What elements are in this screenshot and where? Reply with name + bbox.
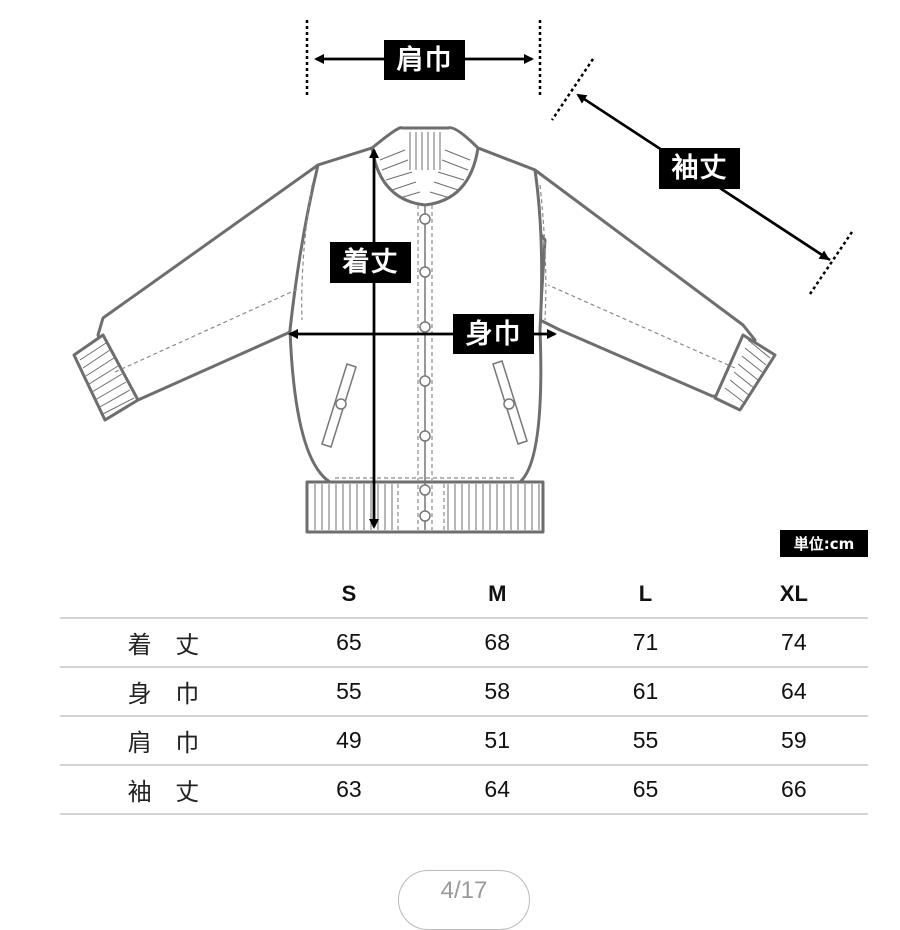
row-label: 袖 丈 [60,764,275,815]
row-label: 身 巾 [60,666,275,716]
table-header-row: S M L XL [60,570,868,618]
cell-value: 49 [274,715,424,765]
header-blank [60,570,275,618]
cell-value: 51 [423,715,572,765]
body-width-label: 身巾 [453,314,534,354]
shoulder-width-label: 肩巾 [384,40,465,80]
length-label: 着丈 [330,242,411,283]
cell-value: 71 [571,617,720,667]
unit-badge: 単位:cm [780,530,868,557]
cell-value: 61 [571,666,720,716]
header-size-m: M [488,580,507,606]
cell-value: 63 [274,764,424,815]
size-chart-table: S M L XL 着 丈 65 68 71 74 身 巾 55 58 61 64… [60,570,868,815]
cell-value: 58 [423,666,572,716]
jacket-illustration [72,20,854,534]
table-row: 身 巾 55 58 61 64 [60,666,868,716]
table-row: 袖 丈 63 64 65 66 [60,764,868,815]
cell-value: 55 [274,666,424,716]
table-row: 着 丈 65 68 71 74 [60,617,868,667]
cell-value: 65 [274,617,424,667]
pager-label: 4/17 [440,877,488,904]
header-size-l: L [638,580,653,606]
cell-value: 64 [423,764,572,815]
row-label: 着 丈 [60,617,275,667]
cell-value: 64 [719,666,868,716]
cell-value: 55 [571,715,720,765]
cell-value: 59 [719,715,868,765]
cell-value: 74 [719,617,868,667]
cell-value: 65 [571,764,720,815]
cell-value: 66 [719,764,868,815]
table-row: 肩 巾 49 51 55 59 [60,715,868,765]
image-pager-indicator[interactable]: 4/17 [398,870,530,930]
sleeve-length-label: 袖丈 [659,148,740,189]
size-diagram: 肩巾 袖丈 着丈 身巾 単位:cm [72,20,868,557]
cell-value: 68 [423,617,572,667]
header-size-xl: XL [779,580,808,606]
row-label: 肩 巾 [60,715,275,765]
header-size-s: S [341,580,357,606]
